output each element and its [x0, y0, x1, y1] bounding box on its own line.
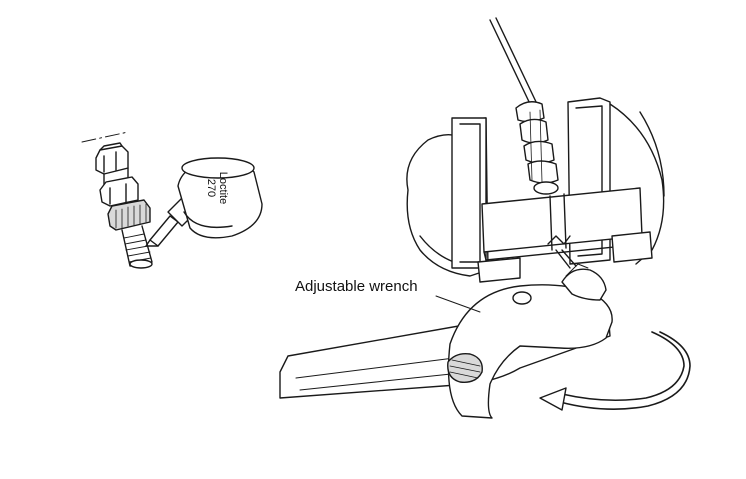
bottle-grade: 270	[205, 178, 217, 198]
curved-arrow-icon	[539, 331, 691, 411]
threaded-fitting	[81, 131, 153, 269]
bottle-brand: Loctite	[217, 171, 229, 205]
adjustable-wrench-label: Adjustable wrench	[295, 278, 418, 295]
adjustable-wrench	[279, 263, 613, 419]
vise	[406, 97, 665, 283]
bottle-label: Loctite 270	[205, 163, 229, 213]
cable	[489, 17, 577, 269]
loctite-bottle	[145, 157, 263, 247]
